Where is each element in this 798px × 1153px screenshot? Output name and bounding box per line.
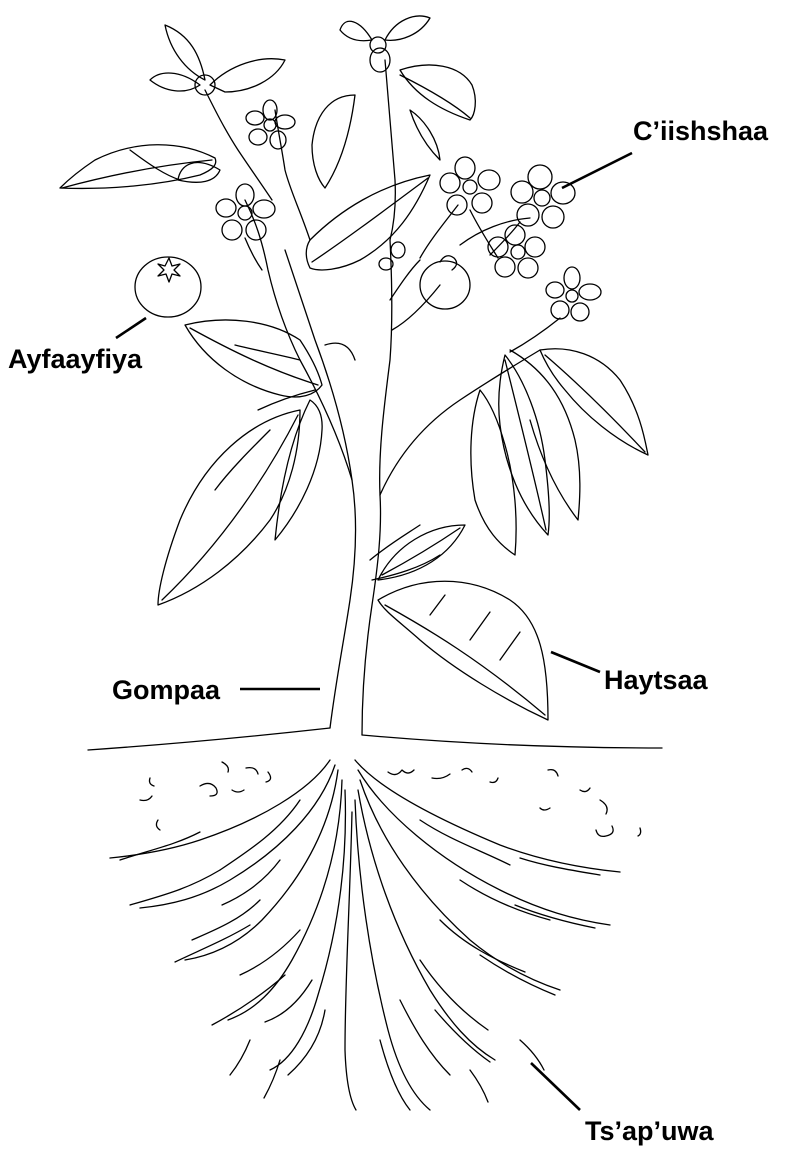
labels: C’iishshaa Ayfaayfiya Haytsaa Gompaa Ts’… xyxy=(8,116,769,1146)
leader-fruit xyxy=(116,318,146,338)
label-flower: C’iishshaa xyxy=(633,116,769,146)
fruit-right xyxy=(420,261,470,309)
label-stem: Gompaa xyxy=(112,675,221,705)
flower-top-left xyxy=(246,100,295,149)
stem xyxy=(205,60,540,735)
roots xyxy=(110,760,620,1110)
flower-right-3 xyxy=(488,225,545,278)
label-leaf: Haytsaa xyxy=(604,665,709,695)
label-root: Ts’ap’uwa xyxy=(585,1116,715,1146)
flower-right-4 xyxy=(510,267,601,352)
flower-bud-center xyxy=(379,242,405,270)
label-fruit: Ayfaayfiya xyxy=(8,344,143,374)
fruit-left xyxy=(135,257,201,317)
soil xyxy=(88,728,662,836)
leader-root xyxy=(531,1063,580,1110)
flower-right-1 xyxy=(440,157,500,215)
leader-leaf xyxy=(551,652,600,672)
leader-flower xyxy=(562,153,632,188)
leaves xyxy=(60,25,648,720)
